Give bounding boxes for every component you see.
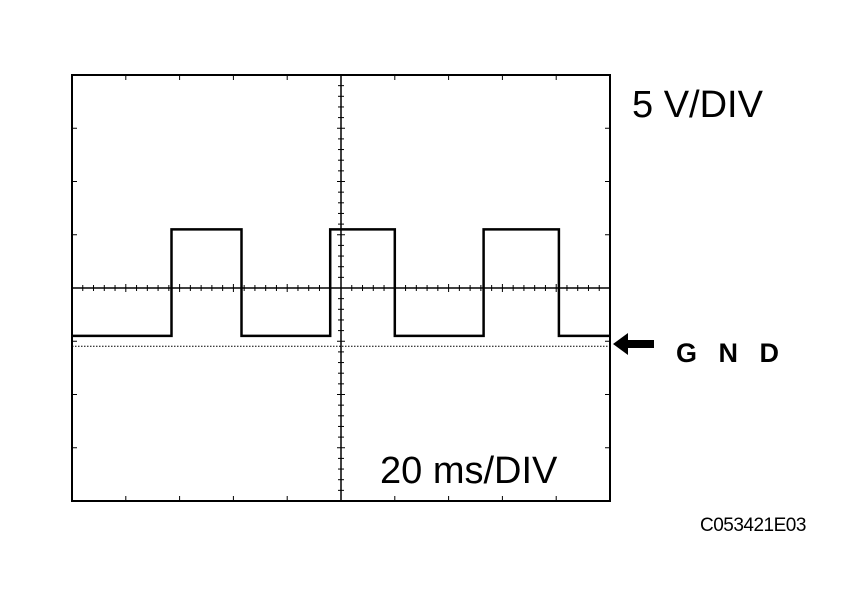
time-per-division-label: 20 ms/DIV — [380, 450, 558, 492]
waveform-trace — [72, 228, 610, 338]
scope-screen-frame — [71, 74, 611, 502]
volts-per-division-label: 5 V/DIV — [632, 84, 763, 126]
left-arrow-icon — [613, 333, 654, 355]
figure-code: C053421E03 — [700, 515, 806, 536]
graticule-center-axes — [72, 75, 610, 501]
ground-label: G N D — [676, 338, 787, 368]
